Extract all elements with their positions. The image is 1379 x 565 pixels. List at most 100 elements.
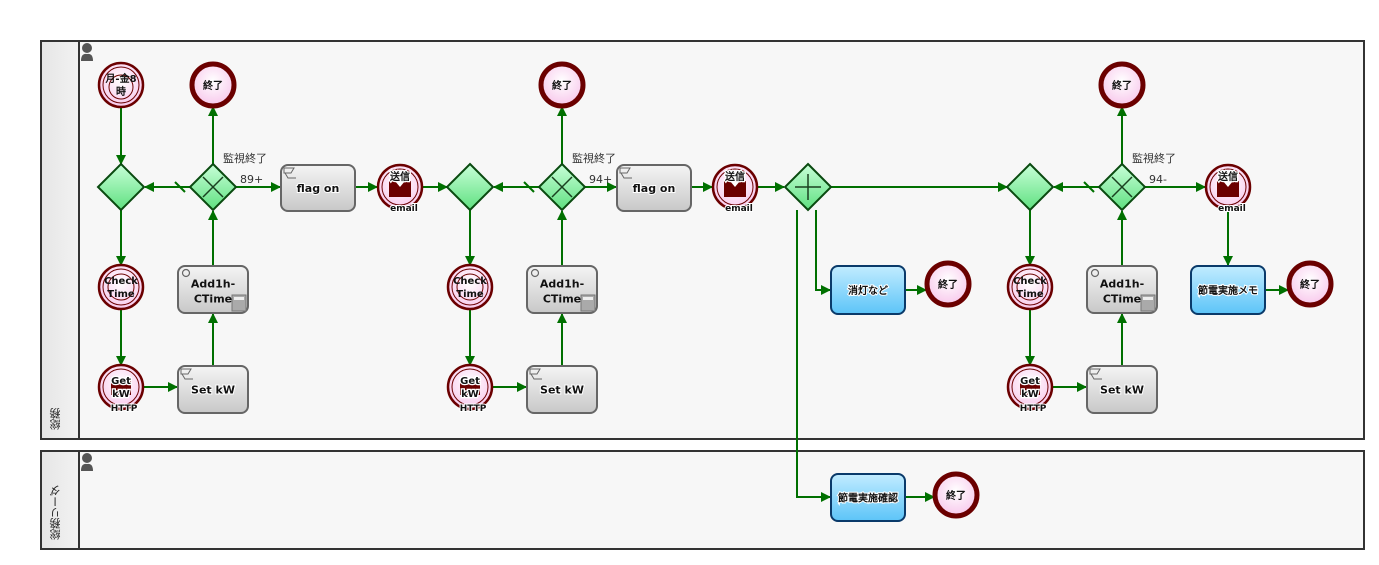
envelope-icon [1217,181,1239,197]
person-icon [81,43,93,61]
node-label: CTime [1103,293,1141,306]
node-label: 節電実施メモ [1198,284,1258,297]
protocol-label: email [1218,204,1246,214]
flag-on-task[interactable]: flag on [280,164,356,212]
add1h-ctime-task[interactable]: Add1h-CTime [177,265,249,314]
end-event[interactable]: 終了 [189,61,237,109]
default-flow-marker [1083,181,1095,193]
send-email-event[interactable]: 送信 email [1204,163,1252,215]
node-label: 終了 [1112,79,1132,92]
edge-label: 89+ [240,173,263,186]
edge-label: 監視終了 [1132,151,1176,165]
script-icon [619,167,632,179]
node-label: 送信 [724,170,745,183]
node-label: kW [112,389,130,400]
node-label: Check [1013,276,1047,287]
edge-label: 94+ [589,173,612,186]
node-label: Get [460,376,480,387]
node-label: flag on [633,182,676,195]
lane-header: 総務 [42,42,80,438]
parallel-icon [795,174,821,200]
node-label: kW [1021,389,1039,400]
edge-label: 監視終了 [572,151,616,165]
flag-on-task[interactable]: flag on [616,164,692,212]
node-label: Check [104,276,138,287]
exclusive-icon [1111,176,1133,198]
protocol-label: email [725,204,753,214]
node-label: Get [1020,376,1040,387]
merge-gateway[interactable] [96,162,146,212]
end-event[interactable]: 終了 [932,471,980,519]
node-label: Set kW [540,384,584,397]
sequence-flow[interactable] [796,210,831,502]
timer-icon [1016,273,1044,301]
end-event[interactable]: 終了 [538,61,586,109]
node-label: Time [456,289,484,300]
script-icon [529,368,542,380]
send-email-event[interactable]: 送信 email [711,163,759,215]
node-label: flag on [297,182,340,195]
end-event[interactable]: 終了 [1286,260,1334,308]
end-event[interactable]: 終了 [1098,61,1146,109]
exclusive-gateway[interactable] [537,162,587,212]
calculator-icon [580,294,596,312]
swimlane-somu[interactable]: 総務 [40,40,1365,440]
calculator-icon [231,294,247,312]
node-label: 終了 [203,79,223,92]
add1h-ctime-task[interactable]: Add1h-CTime [1086,265,1158,314]
person-icon [81,453,93,471]
script-icon [283,167,296,179]
swimlane-somu-leader[interactable]: 総務リーダ [40,450,1365,550]
script-icon [1089,368,1102,380]
exclusive-gateway[interactable] [188,162,238,212]
protocol-label: HTTP [1020,404,1047,414]
node-label: Set kW [191,384,235,397]
http-icon [1020,381,1040,395]
set-kw-task[interactable]: Set kW [526,365,598,414]
lights-off-task[interactable]: 消灯など [830,265,906,315]
sequence-flow[interactable] [815,210,831,295]
confirm-task[interactable]: 節電実施確認 [830,473,906,522]
node-label: 送信 [1217,170,1238,183]
node-label: 終了 [552,79,572,92]
timer-start-event[interactable]: 月-金8時 [97,61,145,109]
set-kw-task[interactable]: Set kW [1086,365,1158,414]
get-kw-event[interactable]: Get kW HTTP [1006,363,1054,415]
node-label: 終了 [938,278,958,291]
node-label: Time [1016,289,1044,300]
parallel-gateway[interactable] [783,162,833,212]
node-label: 終了 [1300,278,1320,291]
edge-label: 監視終了 [223,151,267,165]
node-label: Check [453,276,487,287]
gear-icon [530,268,540,278]
exclusive-gateway[interactable] [1097,162,1147,212]
sequence-flows [116,106,1289,502]
envelope-icon [724,181,746,197]
power-saving-memo-task[interactable]: 節電実施メモ [1190,265,1266,315]
merge-gateway[interactable] [1005,162,1055,212]
end-event[interactable]: 終了 [924,260,972,308]
set-kw-task[interactable]: Set kW [177,365,249,414]
protocol-label: email [390,204,418,214]
node-label: Set kW [1100,384,1144,397]
http-icon [460,381,480,395]
protocol-label: HTTP [111,404,138,414]
timer-icon [456,273,484,301]
merge-gateway[interactable] [445,162,495,212]
lane-header: 総務リーダ [42,452,80,548]
node-label: CTime [543,293,581,306]
envelope-icon [389,181,411,197]
timer-icon [107,273,135,301]
add1h-ctime-task[interactable]: Add1h-CTime [526,265,598,314]
node-label: Time [107,289,135,300]
node-label: 終了 [946,489,966,502]
